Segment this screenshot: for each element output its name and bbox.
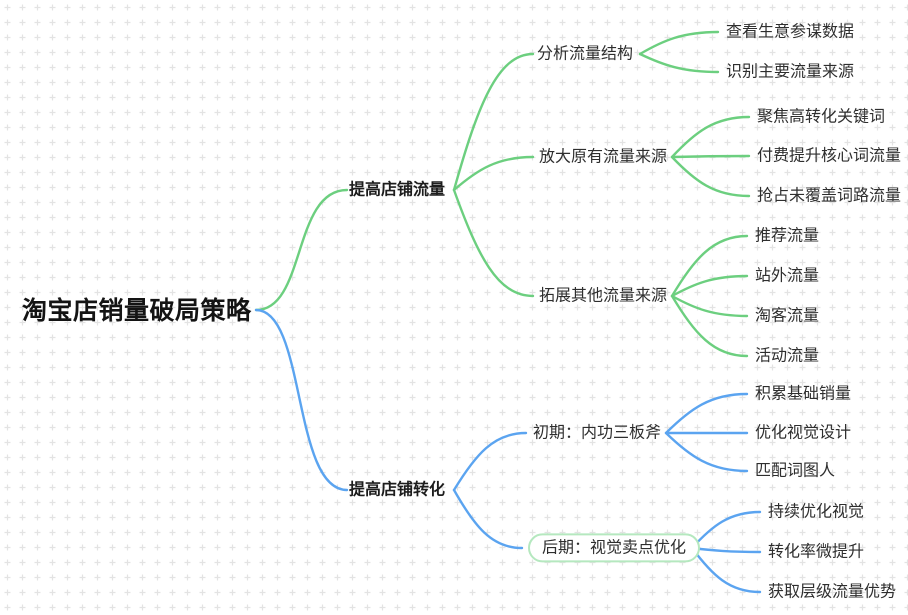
leaf-identify-main-traffic[interactable]: 识别主要流量来源 [726, 63, 855, 81]
subtopic-expand-other-traffic[interactable]: 拓展其他流量来源 [539, 287, 668, 305]
leaf-gain-tier-traffic-advantage[interactable]: 获取层级流量优势 [768, 583, 897, 601]
leaf-recommend-traffic[interactable]: 推荐流量 [755, 227, 820, 245]
leaf-seize-uncovered-keywords[interactable]: 抢占未覆盖词路流量 [757, 187, 902, 205]
leaf-accumulate-base-sales[interactable]: 积累基础销量 [755, 385, 852, 403]
branch-increase-traffic[interactable]: 提高店铺流量 [349, 181, 446, 199]
leaf-check-sycm-data[interactable]: 查看生意参谋数据 [726, 23, 855, 41]
subtopic-late-stage-visual-selling[interactable]: 后期：视觉卖点优化 [528, 533, 701, 563]
leaf-taoke-traffic[interactable]: 淘客流量 [755, 307, 820, 325]
leaf-offsite-traffic[interactable]: 站外流量 [755, 267, 820, 285]
leaf-paid-boost-core-keywords[interactable]: 付费提升核心词流量 [757, 147, 902, 165]
leaf-continuous-visual-optimization[interactable]: 持续优化视觉 [768, 503, 865, 521]
root-topic[interactable]: 淘宝店销量破局策略 [22, 297, 252, 325]
subtopic-early-stage-basics[interactable]: 初期：内功三板斧 [533, 424, 662, 442]
leaf-campaign-traffic[interactable]: 活动流量 [755, 347, 820, 365]
subtopic-analyze-traffic-structure[interactable]: 分析流量结构 [537, 45, 634, 63]
leaf-match-keyword-image-audience[interactable]: 匹配词图人 [755, 462, 836, 480]
leaf-conversion-micro-improvement[interactable]: 转化率微提升 [768, 543, 865, 561]
connector-lines [254, 30, 762, 594]
branch-increase-conversion[interactable]: 提高店铺转化 [349, 481, 446, 499]
subtopic-amplify-existing-traffic[interactable]: 放大原有流量来源 [539, 148, 668, 166]
leaf-focus-high-conversion-keywords[interactable]: 聚焦高转化关键词 [757, 108, 886, 126]
leaf-optimize-visual-design[interactable]: 优化视觉设计 [755, 424, 852, 442]
